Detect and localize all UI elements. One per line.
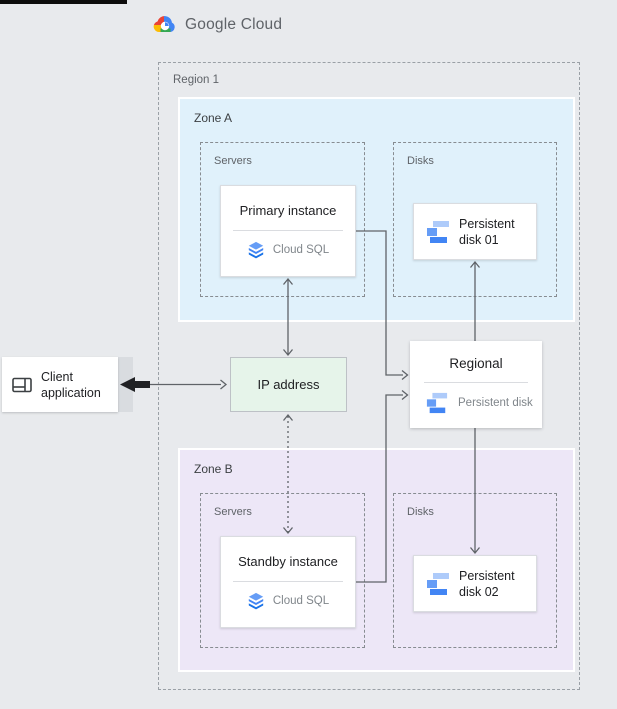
zone-a-disks-label: Disks	[407, 155, 434, 167]
cloud-sql-icon	[248, 241, 264, 259]
zone-a-label: Zone A	[194, 111, 233, 125]
regional-product-label: Persistent disk	[458, 397, 533, 409]
primary-regional-line	[356, 230, 403, 376]
regional-title: Regional	[449, 356, 503, 371]
client-application-icon	[12, 377, 32, 392]
zone-a-servers-label: Servers	[214, 155, 252, 167]
arrowhead-into-disk02	[469, 547, 481, 555]
primary-product-label: Cloud SQL	[272, 244, 330, 256]
ip-address-node: IP address	[230, 357, 347, 412]
arrowhead-into-regional-top	[401, 369, 409, 381]
logo-text: Google Cloud	[185, 16, 283, 33]
arrowhead-down-standby	[282, 527, 294, 535]
zone-b-disks-label: Disks	[407, 506, 434, 518]
persistent-disk-icon	[427, 220, 449, 243]
persistent-disk-02-card: Persistent disk 02	[413, 555, 537, 612]
google-cloud-logo: Google Cloud	[153, 15, 282, 35]
zone-b-label: Zone B	[194, 462, 233, 476]
client-application-card: Client application	[2, 357, 118, 412]
disk02-label: Persistent disk 02	[459, 568, 515, 599]
region-container: Region 1	[158, 62, 580, 690]
arrowhead-up-primary	[282, 277, 294, 285]
ip-address-label: IP address	[257, 377, 320, 392]
primary-instance-card: Primary instance Cloud SQL	[220, 185, 356, 277]
zone-a-servers-group: Servers	[200, 142, 365, 297]
regional-persistent-disk-card: Regional Persistent disk	[410, 341, 542, 428]
google-cloud-icon	[153, 16, 175, 33]
arrowhead-into-disk01	[469, 260, 481, 268]
persistent-disk-icon	[426, 392, 448, 414]
card-divider	[233, 581, 343, 582]
persistent-disk-01-card: Persistent disk 01	[413, 203, 537, 260]
persistent-disk-icon	[427, 572, 449, 595]
standby-instance-title: Standby instance	[238, 554, 338, 569]
arrowhead-into-regional-bottom	[401, 389, 409, 401]
arrowhead-into-ip	[220, 379, 228, 390]
bold-arrow-into-client	[120, 377, 150, 392]
region-label: Region 1	[173, 74, 220, 86]
standby-product-label: Cloud SQL	[272, 595, 330, 607]
arrowhead-down-ip	[282, 349, 294, 357]
zone-b-servers-label: Servers	[214, 506, 252, 518]
zone-b-servers-group: Servers	[200, 493, 365, 648]
cloud-sql-icon	[248, 592, 264, 610]
card-divider	[233, 230, 343, 231]
card-divider	[424, 382, 528, 383]
client-application-label: Client application	[41, 369, 101, 400]
disk01-label: Persistent disk 01	[459, 216, 515, 247]
primary-instance-title: Primary instance	[239, 203, 337, 218]
arrowhead-up-ip	[282, 413, 294, 421]
top-black-bar	[0, 0, 127, 4]
standby-regional-line	[356, 394, 403, 583]
standby-instance-card: Standby instance Cloud SQL	[220, 536, 356, 628]
